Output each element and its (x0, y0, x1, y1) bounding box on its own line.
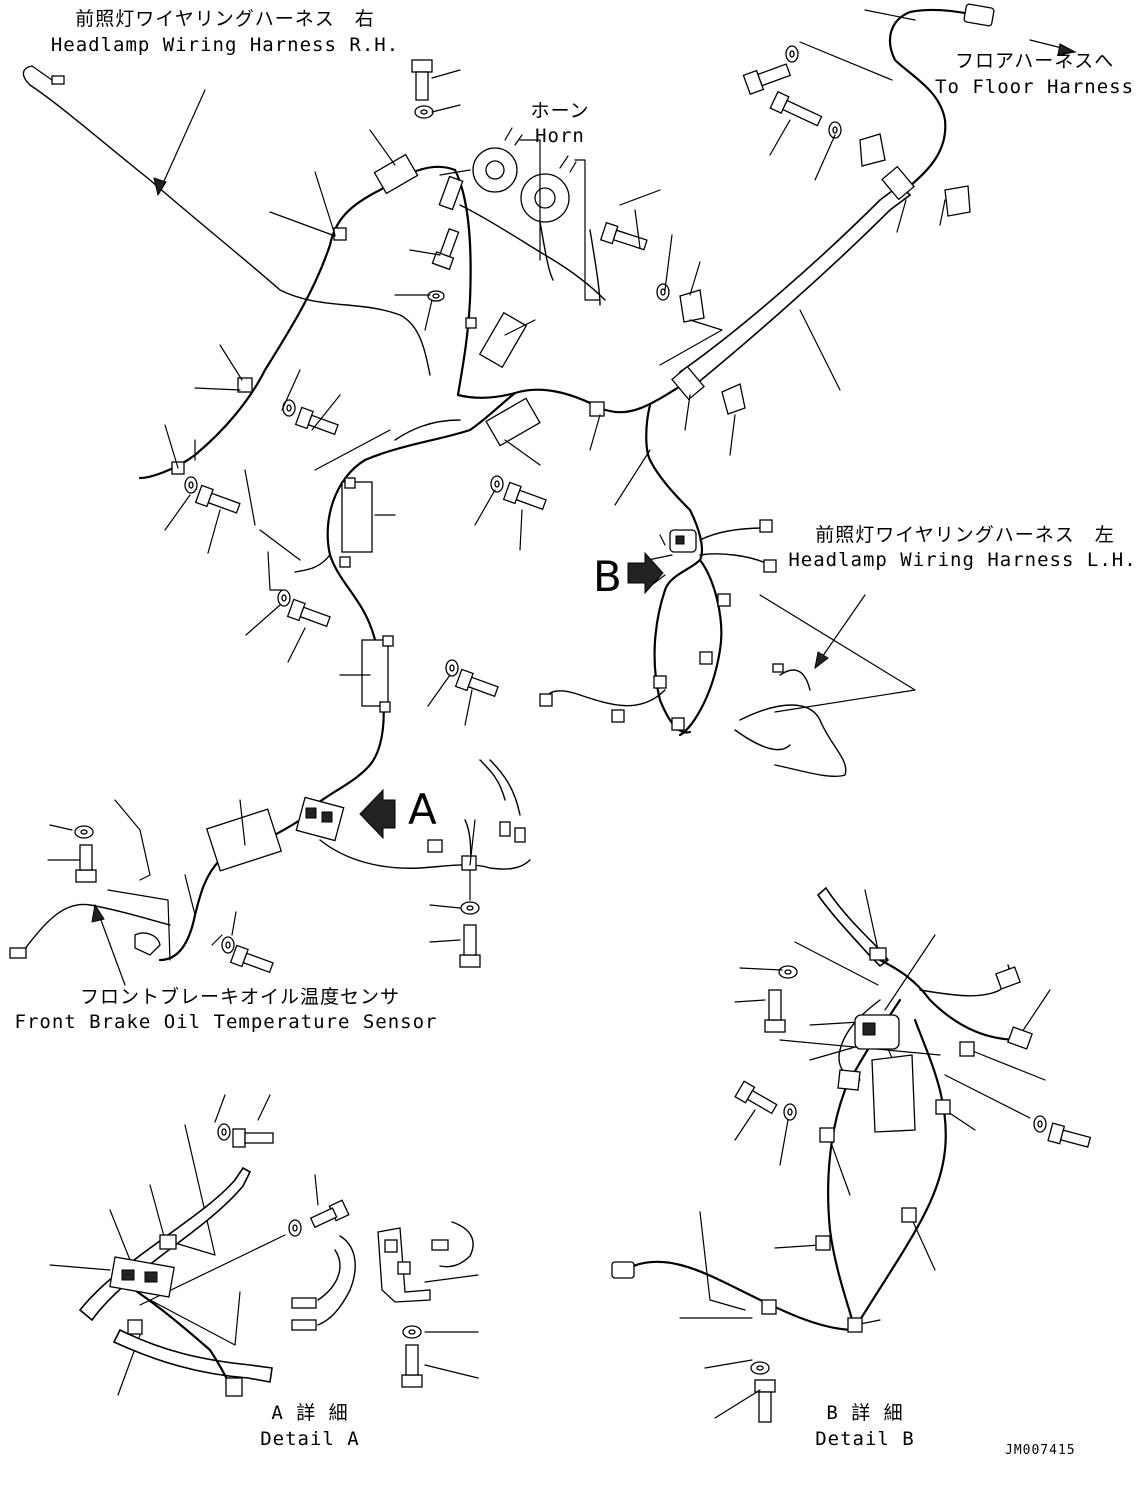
detail-a-drawing (78, 1166, 474, 1397)
headlamp-rh-label-en: Headlamp Wiring Harness R.H. (50, 34, 400, 56)
drawing-code: JM007415 (1005, 1443, 1076, 1458)
floor-harness-label-ja: フロアハーネスへ (955, 50, 1115, 72)
headlamp-lh-label-en: Headlamp Wiring Harness L.H. (788, 549, 1137, 571)
headlamp-lh-label-ja: 前照灯ワイヤリングハーネス 左 (815, 524, 1115, 546)
leader-arrows (91, 39, 1077, 986)
connector-block-a (295, 759, 526, 871)
detail-b-drawing (611, 886, 1033, 1333)
detail-a-caption-en: Detail A (260, 1428, 360, 1450)
view-arrows (359, 551, 664, 840)
brake-sensor-label-ja: フロントブレーキオイル温度センサ (79, 986, 400, 1008)
detail-b-caption-ja: B 詳 細 (826, 1402, 904, 1424)
floor-harness-hose (671, 3, 995, 401)
view-marker-a: A (408, 785, 437, 834)
floor-harness-label-en: To Floor Harness (935, 76, 1135, 98)
leader-lines (47, 9, 1051, 1419)
headlamp-rh-label-ja: 前照灯ワイヤリングハーネス 右 (75, 8, 375, 30)
view-marker-b: B (593, 552, 622, 601)
detail-a-caption-ja: A 詳 細 (271, 1402, 349, 1424)
brake-sensor-label-en: Front Brake Oil Temperature Sensor (14, 1011, 438, 1033)
horn-assembly (472, 127, 601, 306)
fasteners (74, 45, 1092, 1423)
horn-label-ja: ホーン (530, 100, 590, 122)
detail-b-caption-en: Detail B (815, 1428, 915, 1450)
horn-label-en: Horn (535, 125, 585, 147)
harness-clamps (171, 133, 971, 872)
brake-oil-temp-sensor (9, 829, 171, 959)
headlamp-harness-lh (539, 508, 847, 778)
